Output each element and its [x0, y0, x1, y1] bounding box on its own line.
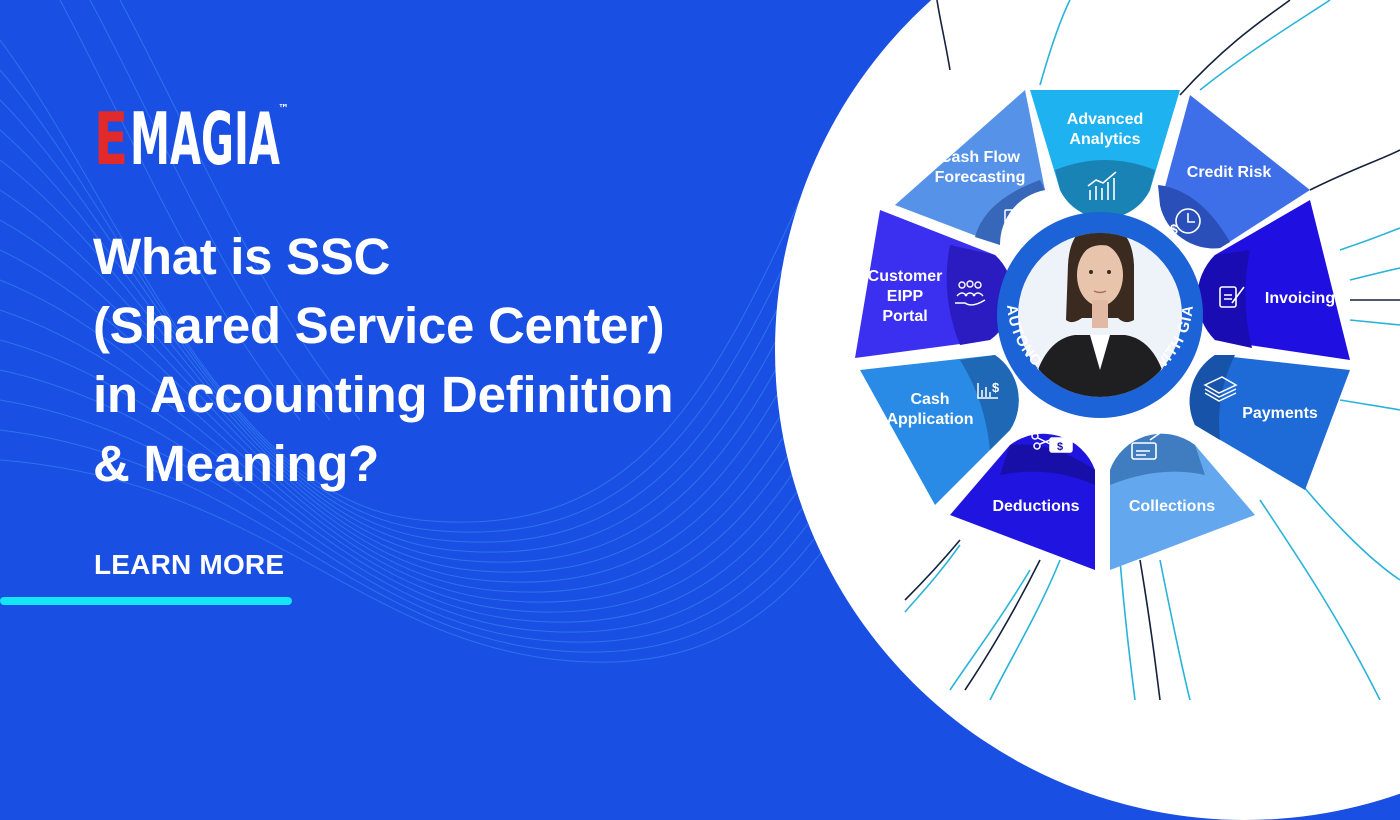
segment-collections[interactable]: Collections — [1110, 432, 1255, 570]
bars-dollar-icon — [977, 383, 998, 399]
page-title: What is SSC (Shared Service Center) in A… — [93, 222, 773, 498]
segment-deductions[interactable]: Deductions $ — [950, 432, 1095, 570]
svg-text:Deductions: Deductions — [992, 498, 1079, 515]
people-hand-icon — [955, 280, 986, 306]
segment-cash-flow-forecasting[interactable]: Cash Flow Forecasting — [895, 90, 1045, 245]
title-line-2: (Shared Service Center) — [93, 297, 665, 354]
title-line-1: What is SSC — [93, 228, 391, 285]
svg-text:Forecasting: Forecasting — [935, 169, 1026, 186]
segment-credit-risk[interactable]: Credit Risk $ — [1158, 95, 1310, 249]
svg-text:Advanced: Advanced — [1067, 111, 1143, 128]
learn-more-link[interactable]: LEARN MORE — [94, 549, 285, 580]
autonomous-finance-wheel: Advanced Analytics Credit Risk $ Invoici… — [855, 0, 1400, 700]
scissors-dollar-icon — [1031, 432, 1073, 453]
svg-text:Portal: Portal — [882, 308, 927, 325]
svg-text:$: $ — [992, 380, 1000, 395]
svg-text:$: $ — [1170, 221, 1178, 237]
svg-text:Cash Flow: Cash Flow — [940, 149, 1021, 166]
svg-text:$: $ — [1057, 441, 1063, 453]
svg-text:EIPP: EIPP — [887, 288, 924, 305]
card-hand-icon — [1131, 432, 1161, 460]
dollar-clock-icon — [1175, 208, 1201, 234]
cash-stack-icon — [1203, 376, 1238, 402]
svg-text:Cash: Cash — [910, 391, 949, 408]
svg-text:Invoicing: Invoicing — [1265, 290, 1335, 307]
svg-text:Collections: Collections — [1129, 498, 1215, 515]
learn-more-underline — [0, 597, 292, 605]
title-line-3: in Accounting Definition — [93, 366, 674, 423]
svg-text:Payments: Payments — [1242, 405, 1318, 422]
svg-text:Credit Risk: Credit Risk — [1187, 164, 1272, 181]
segment-invoicing[interactable]: Invoicing — [1197, 200, 1350, 360]
svg-text:MAGIA: MAGIA — [130, 97, 280, 170]
segment-cash-application[interactable]: Cash Application $ — [860, 355, 1019, 505]
invoice-sign-icon — [1219, 286, 1245, 308]
segment-payments[interactable]: Payments — [1189, 355, 1350, 490]
title-line-4: & Meaning? — [93, 435, 379, 492]
money-bill-icon — [1004, 209, 1030, 233]
svg-text:Application: Application — [886, 411, 973, 428]
svg-text:Customer: Customer — [868, 268, 943, 285]
svg-text:™: ™ — [278, 102, 289, 115]
segment-advanced-analytics[interactable]: Advanced Analytics — [1030, 90, 1180, 219]
svg-text:Analytics: Analytics — [1069, 131, 1140, 148]
emagia-logo-mark: E MAGIA ™ — [94, 97, 289, 181]
segment-customer-eipp-portal[interactable]: Customer EIPP Portal — [855, 210, 1013, 358]
avatar-gia — [1030, 233, 1170, 397]
radiating-lines — [904, 0, 1400, 700]
emagia-logo[interactable]: E MAGIA ™ — [94, 96, 294, 181]
svg-text:E: E — [94, 97, 128, 170]
growth-chart-icon — [1087, 171, 1117, 200]
